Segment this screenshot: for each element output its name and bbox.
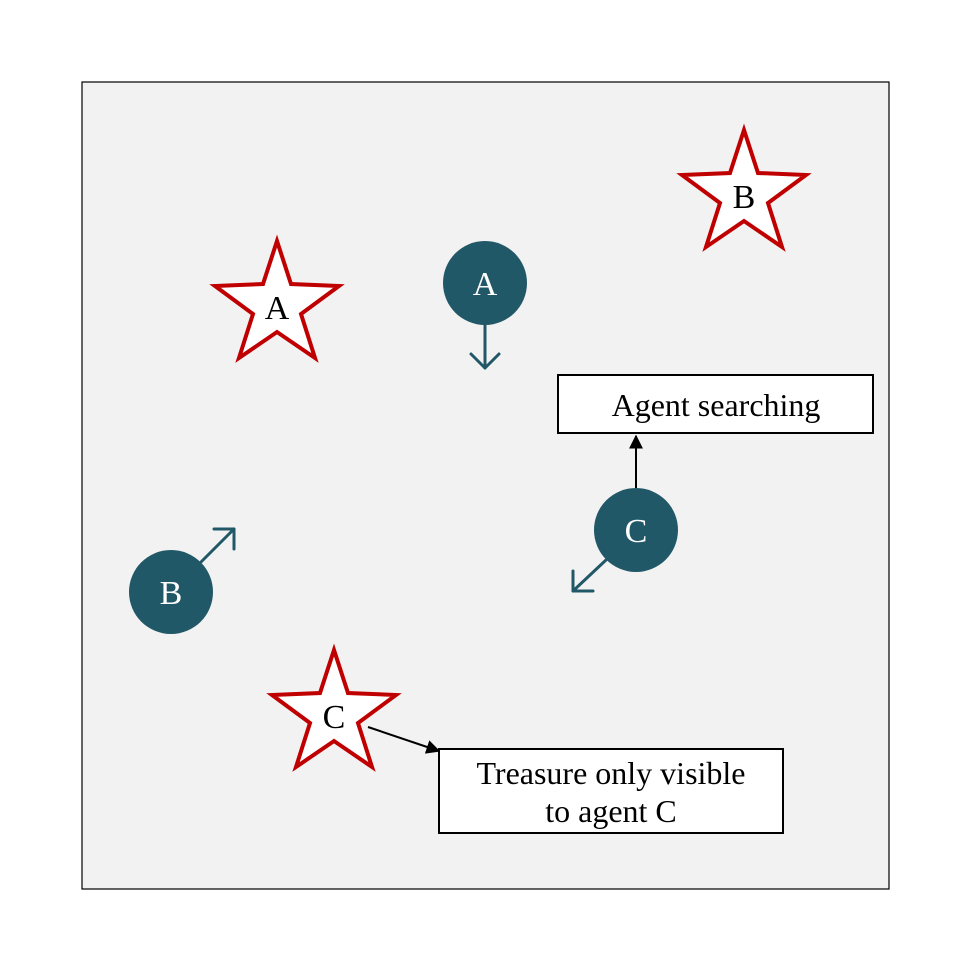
treasure-label-c: C [323,699,346,736]
agent-label-c: C [625,513,648,550]
agent-circle [129,550,213,634]
heading-down-left-arrow-icon [571,558,608,593]
heading-down-arrow-icon [469,323,501,370]
treasure-star-b: B [676,123,812,252]
treasure-visibility-text-line2: to agent C [545,793,677,829]
callout-box [438,748,784,834]
agent-searching-callout: Agent searching [557,374,874,488]
callout-box [557,374,874,434]
star-icon [676,123,812,252]
heading-up-right-arrow-icon [199,527,236,564]
agent-b: B [129,527,236,634]
treasure-label-b: B [733,179,756,216]
star-icon [266,643,402,772]
treasure-visibility-callout: Treasure only visible to agent C [367,726,784,834]
agent-c: C [571,488,678,593]
treasure-star-c: C [266,643,402,772]
treasure-label-a: A [265,290,290,327]
agent-searching-text: Agent searching [612,387,821,423]
treasure-star-a: A [209,234,345,363]
callout-arrow [367,726,441,754]
agent-circle [594,488,678,572]
agent-label-a: A [473,266,498,303]
agent-circle [443,241,527,325]
agent-a: A [443,241,527,370]
star-icon [209,234,345,363]
agent-label-b: B [160,575,183,612]
treasure-visibility-text-line1: Treasure only visible [476,755,745,791]
